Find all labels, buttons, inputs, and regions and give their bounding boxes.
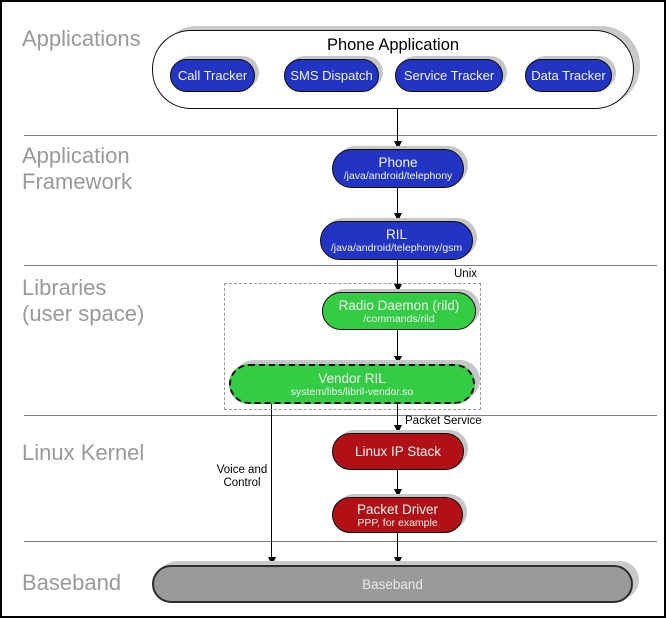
voice-and-control-line1: Voice and [216, 464, 268, 476]
arrow-packet-driver-to-baseband [393, 533, 402, 565]
app-node-data-tracker: Data Tracker [525, 59, 612, 92]
node-title: Baseband [362, 576, 423, 592]
arrowhead-icon [393, 489, 402, 497]
unix-dashed-container [224, 283, 481, 410]
node-phone: Phone /java/android/telephony [332, 149, 464, 188]
node-linux-ip-stack: Linux IP Stack [332, 433, 464, 470]
node-title: Packet Driver [356, 501, 439, 517]
app-node-label: SMS Dispatch [290, 68, 373, 83]
arrowhead-icon [267, 557, 276, 565]
node-packet-driver: Packet Driver PPP, for example [332, 497, 463, 533]
layer-label-line2: (user space) [22, 301, 145, 326]
arrow-vendor-ril-to-baseband-voice [267, 404, 276, 565]
divider-applications-framework [24, 135, 657, 136]
arrowhead-icon [393, 213, 402, 221]
node-ril: RIL /java/android/telephony/gsm [320, 221, 473, 260]
phone-application-title: Phone Application [326, 36, 460, 54]
node-subtitle: /java/android/telephony [343, 170, 453, 182]
arrowhead-icon [393, 356, 402, 364]
node-baseband: Baseband [152, 565, 633, 603]
node-vendor-ril: Vendor RIL system/libs/libril-vendor.so [229, 364, 475, 404]
node-subtitle: system/libs/libril-vendor.so [290, 385, 414, 398]
node-title: Radio Daemon (rild) [338, 297, 460, 313]
arrowhead-icon [393, 284, 402, 292]
node-subtitle: /java/android/telephony/gsm [330, 242, 463, 254]
node-title: Linux IP Stack [354, 444, 442, 459]
packet-service-label: Packet Service [405, 415, 482, 427]
app-node-label: Service Tracker [403, 68, 495, 83]
layer-label-line1: Application [22, 143, 130, 168]
app-node-service-tracker: Service Tracker [395, 59, 503, 92]
arrow-ril-to-radio-daemon [393, 260, 402, 292]
node-title: RIL [385, 227, 407, 242]
node-title: Phone [378, 155, 418, 170]
arrowhead-icon [393, 141, 402, 149]
node-subtitle: PPP, for example [357, 516, 438, 529]
voice-and-control-line2: Control [223, 477, 261, 489]
layer-label-linux-kernel: Linux Kernel [22, 440, 145, 465]
voice-and-control-label: Voice and Control [207, 464, 277, 490]
app-node-label: Call Tracker [177, 68, 248, 83]
arrow-vendor-ril-to-ip-stack [393, 404, 402, 433]
arrow-radio-daemon-to-vendor-ril [393, 330, 402, 364]
app-node-sms-dispatch: SMS Dispatch [284, 59, 379, 92]
node-subtitle: /commands/rild [363, 312, 435, 325]
app-node-call-tracker: Call Tracker [170, 59, 255, 92]
layer-label-libraries: Libraries (user space) [22, 275, 144, 327]
layer-label-application-framework: Application Framework [22, 143, 132, 195]
node-radio-daemon: Radio Daemon (rild) /commands/rild [322, 292, 476, 330]
arrowhead-icon [393, 425, 402, 433]
layer-label-line2: Framework [22, 169, 133, 194]
arrow-phone-to-ril [393, 188, 402, 221]
layer-label-line1: Libraries [22, 275, 107, 300]
arrow-phoneapp-to-phone [393, 107, 402, 149]
arrow-ip-stack-to-packet-driver [393, 470, 402, 497]
arrowhead-icon [393, 557, 402, 565]
node-title: Vendor RIL [318, 370, 386, 386]
layer-label-applications: Applications [22, 26, 141, 51]
app-node-label: Data Tracker [531, 68, 606, 83]
divider-libraries-kernel [24, 415, 657, 416]
divider-kernel-baseband [24, 541, 657, 542]
unix-label: Unix [454, 268, 478, 280]
layer-label-baseband: Baseband [22, 570, 122, 595]
divider-framework-libraries [24, 265, 657, 266]
